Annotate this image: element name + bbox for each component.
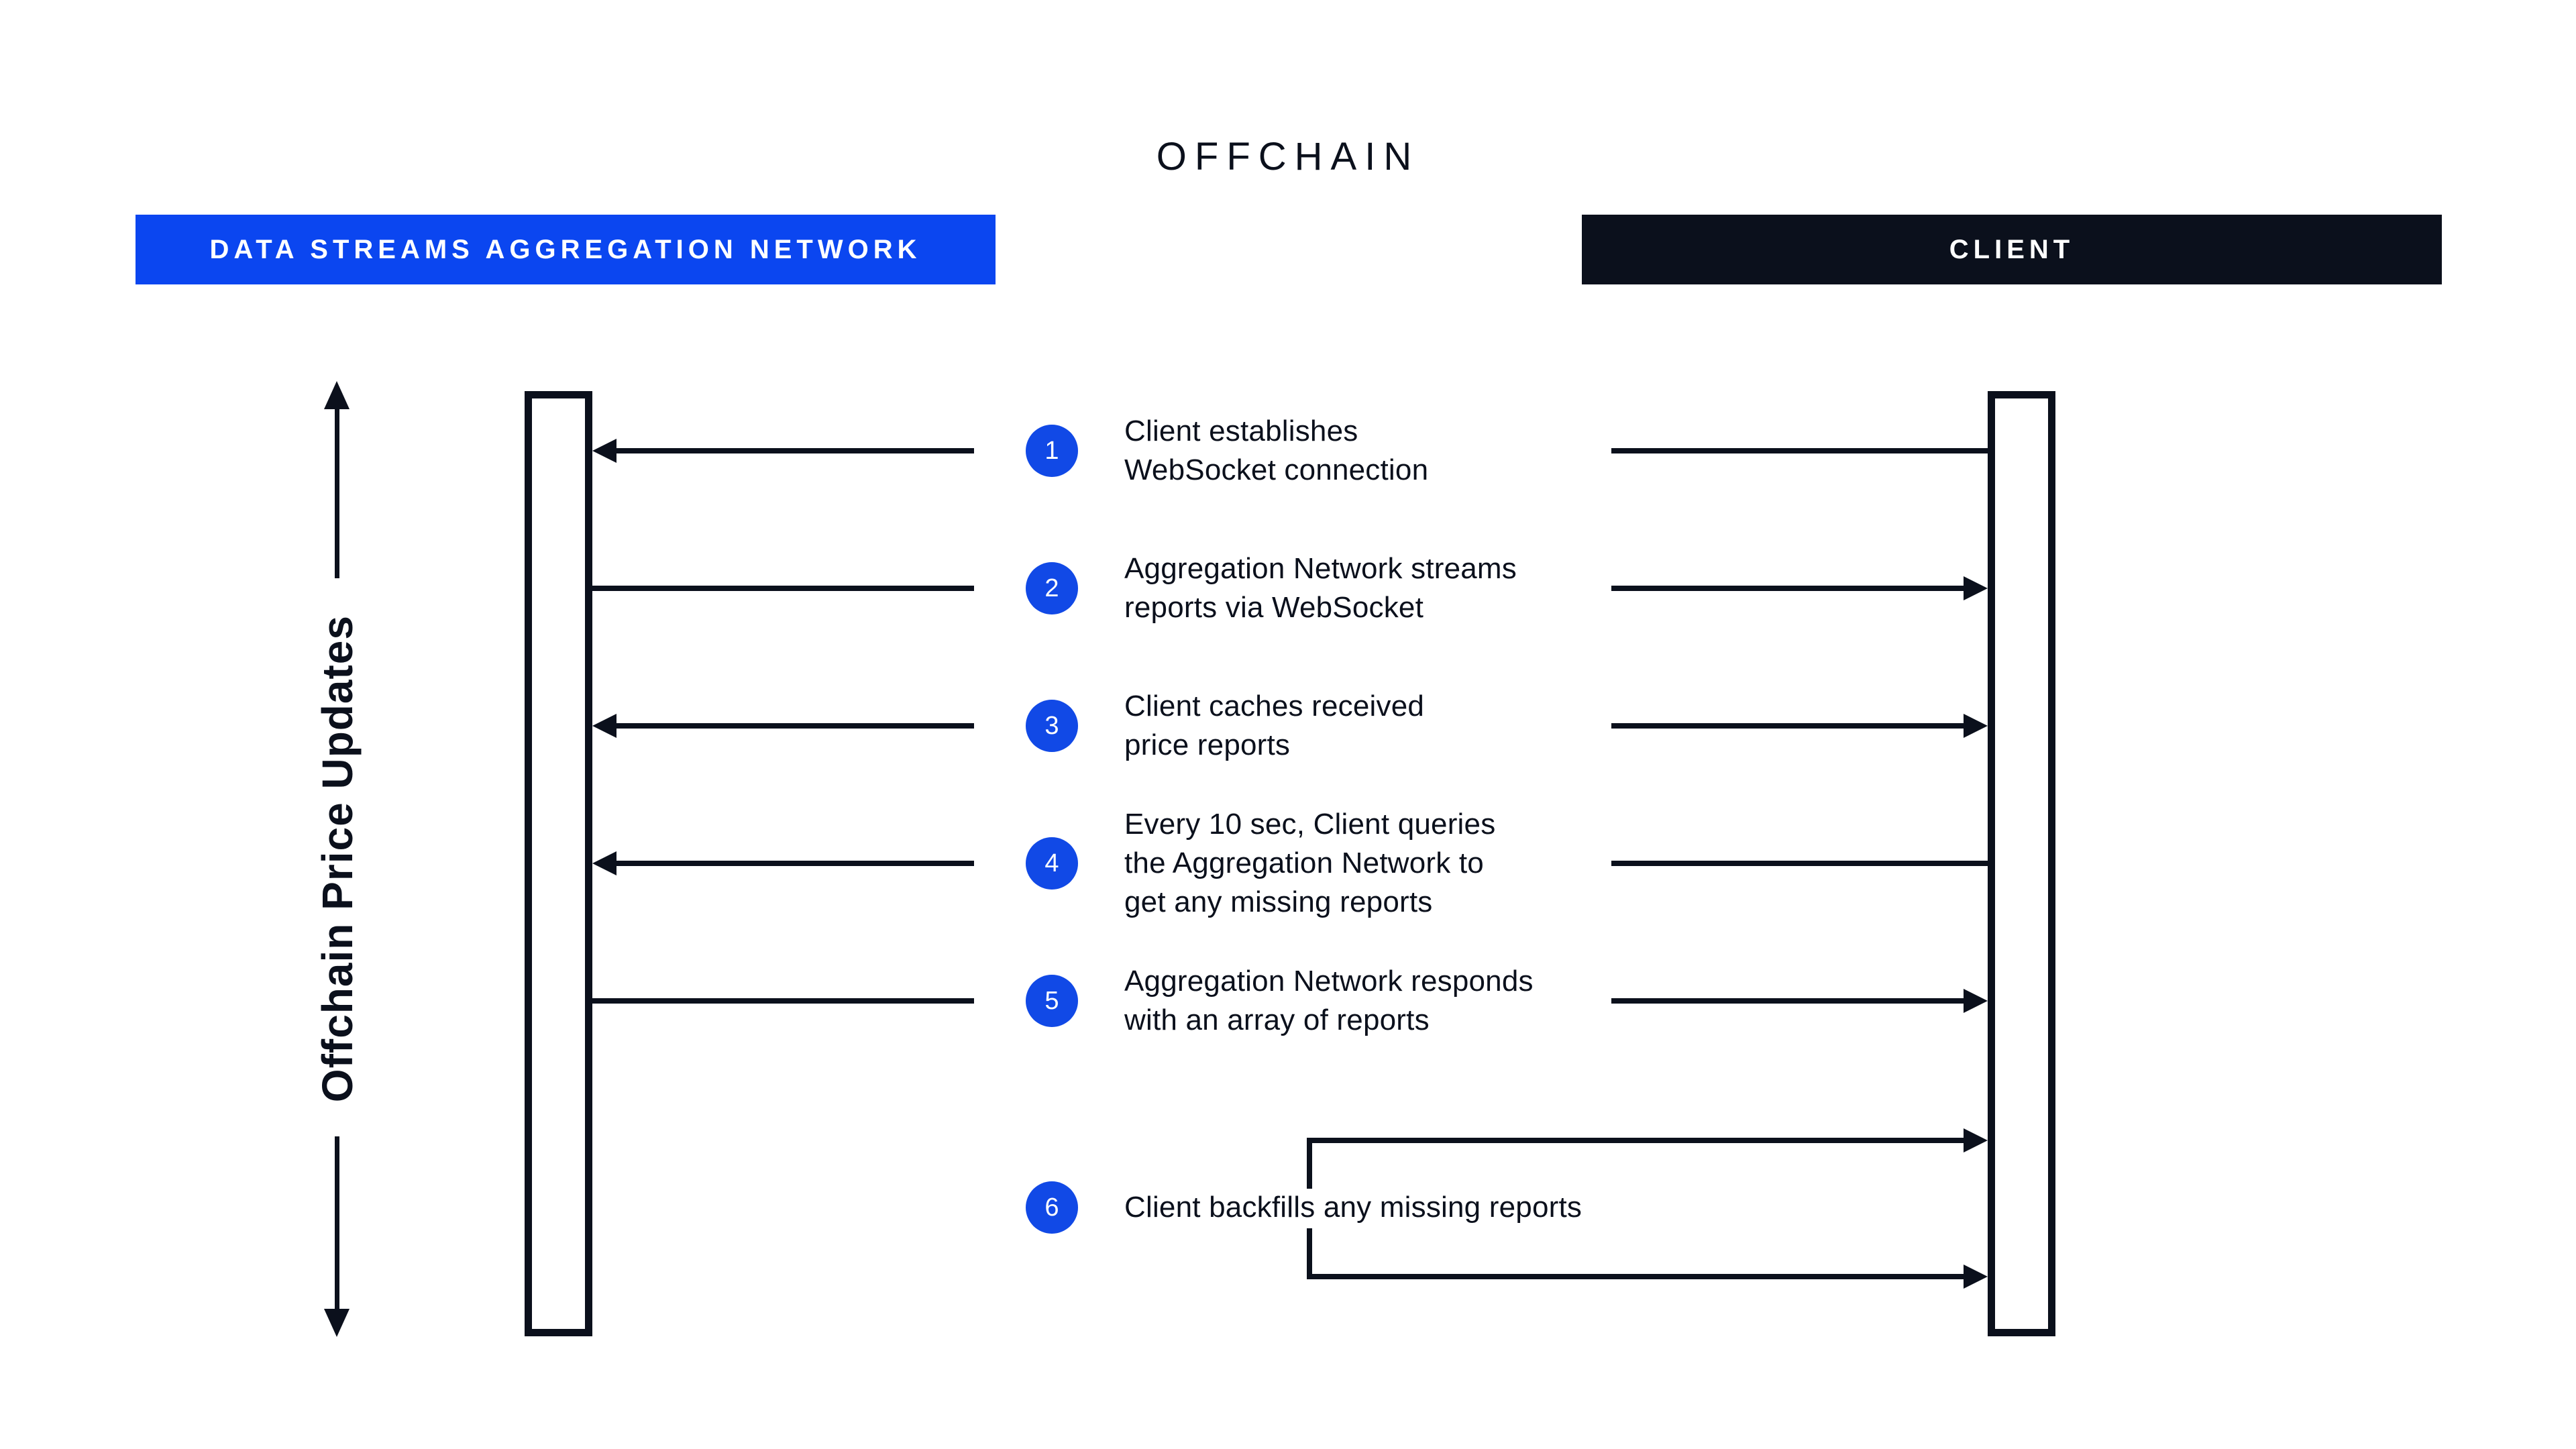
axis-label: Offchain Price Updates — [295, 584, 379, 1134]
message-line — [1611, 448, 1988, 453]
diagram-title: OFFCHAIN — [1156, 135, 1420, 178]
step-number: 4 — [1044, 849, 1059, 877]
step-badge: 2 — [1026, 562, 1078, 614]
arrowhead-to-client-icon — [1964, 989, 1988, 1013]
message-line — [616, 861, 974, 866]
message-line — [1611, 723, 1964, 729]
message-line — [616, 723, 974, 729]
actor-header-network-label: DATA STREAMS AGGREGATION NETWORK — [209, 234, 922, 264]
message-line — [1611, 861, 1988, 866]
actor-header-network: DATA STREAMS AGGREGATION NETWORK — [136, 215, 996, 284]
arrowhead-to-client-icon — [1964, 576, 1988, 600]
message-line — [1611, 586, 1964, 591]
axis-line-bottom — [335, 1136, 339, 1311]
axis-label-text: Offchain Price Updates — [313, 614, 362, 1103]
step-description: Client establishes WebSocket connection — [1124, 415, 1429, 486]
arrowhead-to-network-icon — [592, 714, 616, 738]
step-number: 1 — [1044, 436, 1059, 465]
message-line — [616, 448, 974, 453]
backfill-line-bottom — [1307, 1274, 1964, 1279]
arrowhead-to-client-icon — [1964, 1128, 1988, 1152]
step-number: 3 — [1044, 711, 1059, 740]
network-lifeline — [525, 391, 592, 1336]
axis-arrow-down-icon — [324, 1309, 350, 1337]
arrowhead-to-client-icon — [1964, 714, 1988, 738]
step-badge: 6 — [1026, 1181, 1078, 1234]
client-lifeline — [1988, 391, 2055, 1336]
actor-header-client: CLIENT — [1582, 215, 2442, 284]
step-description: Aggregation Network responds with an arr… — [1124, 965, 1534, 1036]
step-description: Every 10 sec, Client queries the Aggrega… — [1124, 808, 1496, 918]
step-description: Client caches received price reports — [1124, 690, 1425, 761]
step-number: 6 — [1044, 1193, 1059, 1222]
step-badge: 4 — [1026, 837, 1078, 890]
step-badge: 1 — [1026, 425, 1078, 477]
message-line — [592, 998, 974, 1004]
backfill-bracket-bottom — [1307, 1228, 1312, 1279]
message-line — [592, 586, 974, 591]
step-number: 2 — [1044, 574, 1059, 602]
backfill-line-top — [1307, 1138, 1964, 1143]
step-badge: 3 — [1026, 700, 1078, 752]
arrowhead-to-client-icon — [1964, 1265, 1988, 1289]
axis-arrow-up-icon — [324, 381, 350, 409]
step-number: 5 — [1044, 986, 1059, 1015]
backfill-bracket-top — [1307, 1138, 1312, 1189]
step-description: Aggregation Network streams reports via … — [1124, 552, 1517, 624]
axis-line-top — [335, 406, 339, 578]
arrowhead-to-network-icon — [592, 439, 616, 463]
actor-header-client-label: CLIENT — [1949, 234, 2075, 264]
step-badge: 5 — [1026, 975, 1078, 1027]
step-description: Client backfills any missing reports — [1124, 1191, 1582, 1224]
arrowhead-to-network-icon — [592, 851, 616, 875]
message-line — [1611, 998, 1964, 1004]
